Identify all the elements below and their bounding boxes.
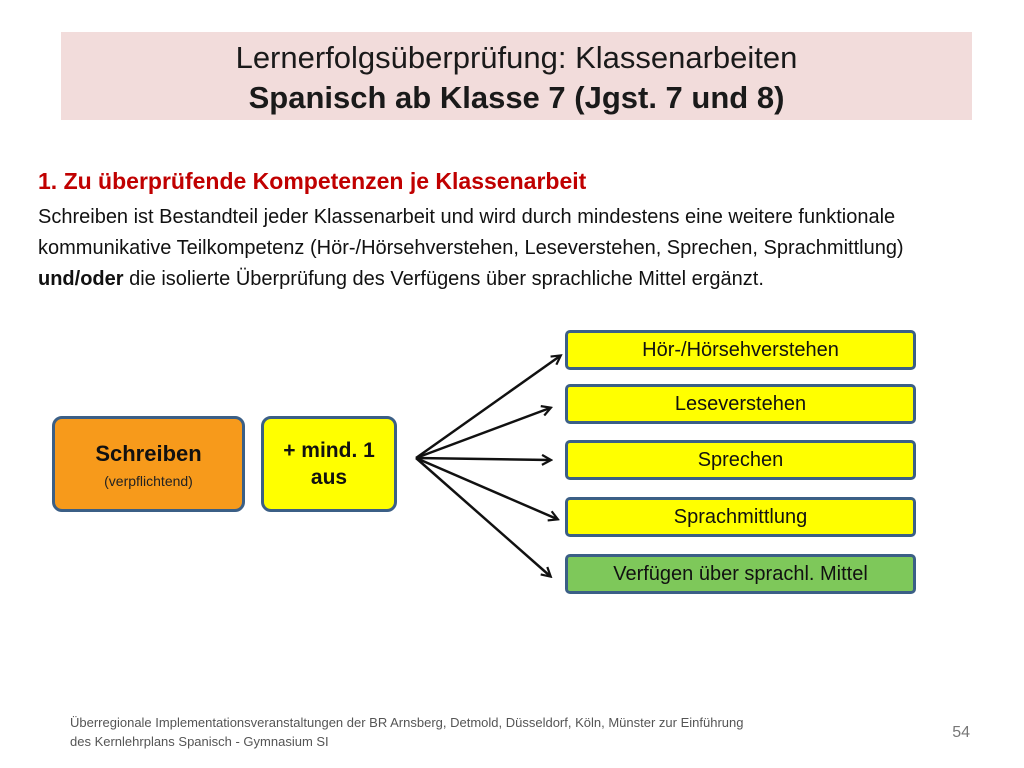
target-hoersehverstehen: Hör-/Hörsehverstehen bbox=[565, 330, 916, 370]
arrow-4 bbox=[415, 456, 557, 519]
schreiben-box: Schreiben (verpflichtend) bbox=[52, 416, 245, 512]
title-banner: Lernerfolgsüberprüfung: Klassenarbeiten … bbox=[61, 32, 972, 120]
section-body-text: Schreiben ist Bestandteil jeder Klassena… bbox=[38, 202, 958, 295]
schreiben-label: Schreiben bbox=[95, 441, 202, 466]
connector-line-1: + mind. 1 bbox=[283, 439, 375, 462]
target-sprechen: Sprechen bbox=[565, 440, 916, 480]
body-text-part-2: die isolierte Überprüfung des Verfügens … bbox=[123, 268, 764, 290]
connector-label: + mind. 1 aus bbox=[264, 437, 394, 491]
title-line-1: Lernerfolgsüberprüfung: Klassenarbeiten bbox=[235, 40, 798, 75]
section-heading: 1. Zu überprüfende Kompetenzen je Klasse… bbox=[38, 168, 587, 194]
target-sprachmittlung: Sprachmittlung bbox=[565, 497, 916, 537]
footer-text: Überregionale Implementationsveranstaltu… bbox=[70, 713, 910, 751]
connector-box: + mind. 1 aus bbox=[261, 416, 397, 512]
arrow-3 bbox=[415, 458, 550, 460]
body-text-part-1: Schreiben ist Bestandteil jeder Klassena… bbox=[38, 206, 904, 259]
target-sprachliche-mittel: Verfügen über sprachl. Mittel bbox=[565, 554, 916, 594]
footer-line-2: des Kernlehrplans Spanisch - Gymnasium S… bbox=[70, 734, 329, 749]
page-number: 54 bbox=[952, 724, 970, 741]
schreiben-sublabel: (verpflichtend) bbox=[104, 473, 193, 489]
target-leseverstehen: Leseverstehen bbox=[565, 384, 916, 424]
arrow-2 bbox=[415, 408, 550, 460]
footer-line-1: Überregionale Implementationsveranstaltu… bbox=[70, 715, 744, 730]
arrow-1 bbox=[415, 356, 560, 460]
connector-line-2: aus bbox=[310, 466, 348, 489]
title-line-2: Spanisch ab Klasse 7 (Jgst. 7 und 8) bbox=[248, 80, 785, 115]
arrow-5 bbox=[415, 457, 550, 576]
body-text-bold: und/oder bbox=[38, 268, 124, 290]
